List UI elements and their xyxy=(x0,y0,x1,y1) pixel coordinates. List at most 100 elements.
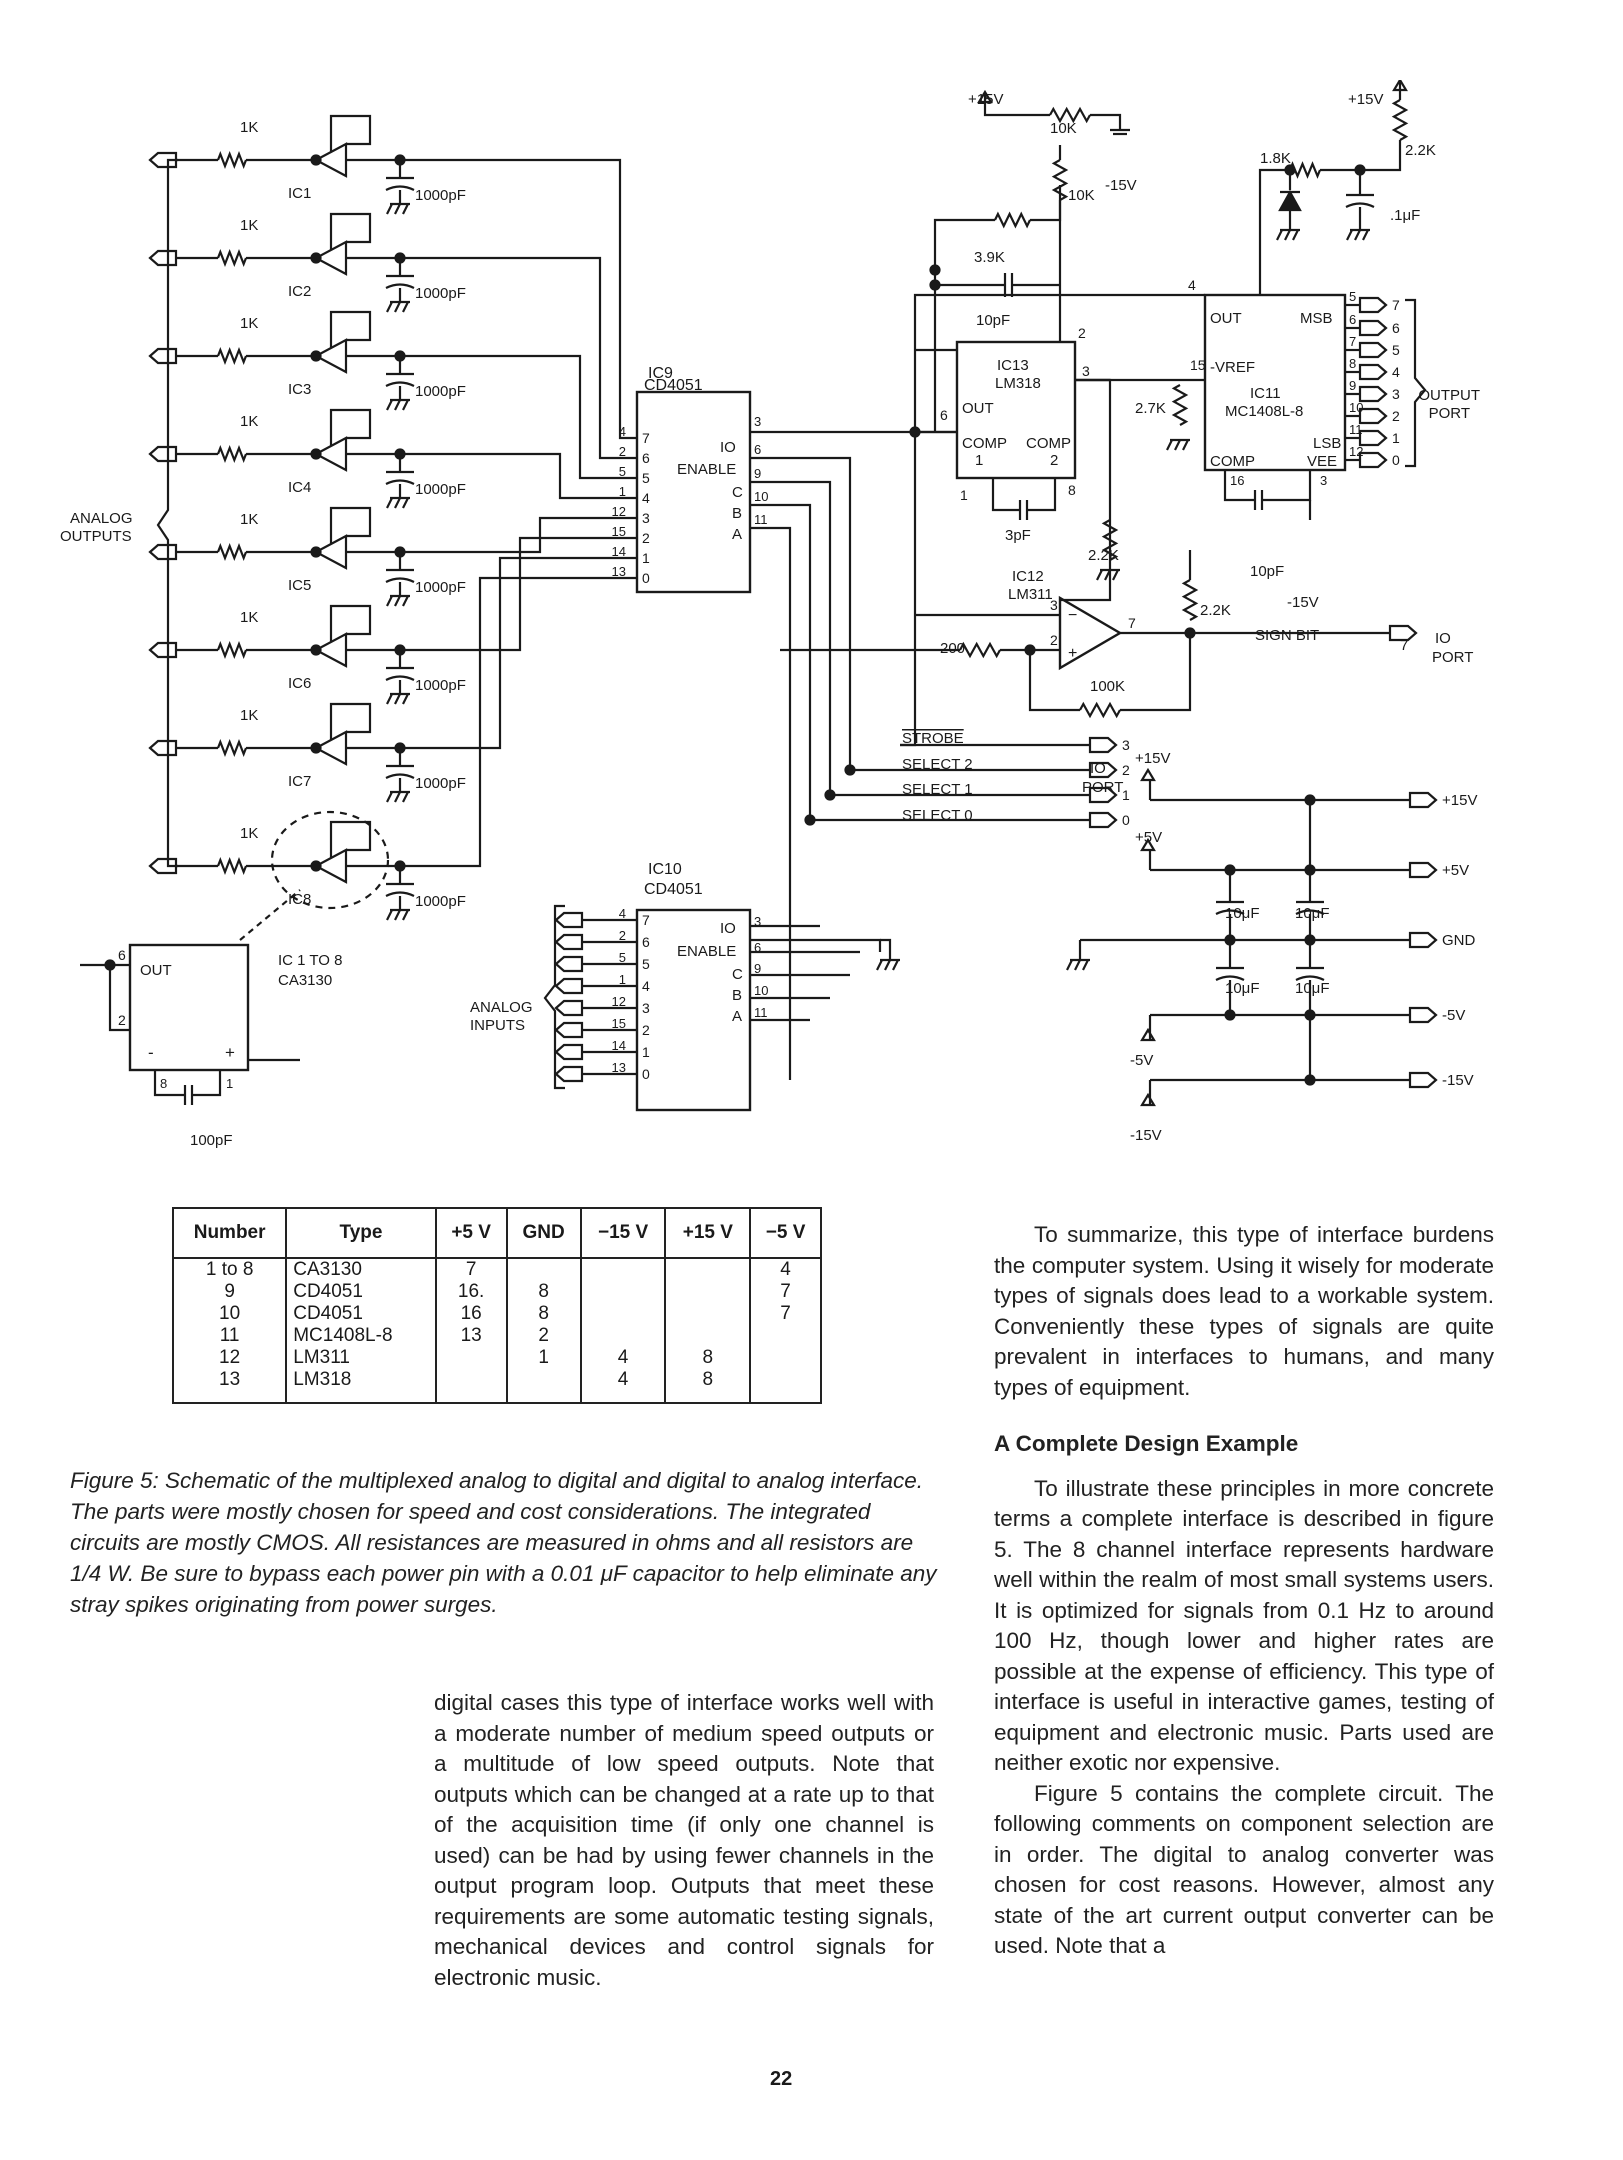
ground-icon xyxy=(876,959,883,971)
wire xyxy=(329,310,372,348)
ic9-enable: ENABLE xyxy=(677,461,736,478)
ic10-pin-left: 12 xyxy=(612,994,626,1009)
label-10uf-1: 10μF xyxy=(1225,905,1260,922)
wire xyxy=(400,158,637,440)
ic11-pin-right: 12 xyxy=(1349,444,1363,459)
supply-arrow-icon xyxy=(1140,837,1156,852)
ic11-pin-right: 11 xyxy=(1349,422,1363,437)
th-number: Number xyxy=(171,1207,288,1259)
label-10pf-b: 10pF xyxy=(1250,563,1284,580)
capacitor-1000pf xyxy=(385,283,415,289)
supply-arrow-icon xyxy=(1140,1092,1156,1107)
resistor-1k xyxy=(216,444,248,464)
ic10-pin-right: 10 xyxy=(754,983,768,998)
ground-icon xyxy=(386,595,393,607)
output-bit-terminal xyxy=(1358,319,1388,337)
label-1uf: .1μF xyxy=(1390,207,1420,224)
ca3130-inset: OUT - + IC 1 TO 8 CA3130 100pF xyxy=(128,943,342,1149)
page-number: 22 xyxy=(770,2068,793,2090)
ic9-pin-left: 4 xyxy=(619,424,626,439)
wire xyxy=(750,503,812,820)
label-ic6: IC6 xyxy=(288,675,311,692)
label-1000pf: 1000pF xyxy=(415,677,466,694)
wire xyxy=(1262,470,1312,502)
output-bit-label: 0 xyxy=(1392,452,1400,468)
brace-output-port xyxy=(1405,298,1427,468)
wire xyxy=(1258,168,1290,295)
wire xyxy=(329,408,372,446)
ic11-pin-right: 7 xyxy=(1349,334,1356,349)
col-minus5: 4 7 7 xyxy=(749,1258,822,1404)
resistor-1k xyxy=(216,738,248,758)
wire xyxy=(192,1070,222,1097)
wire xyxy=(329,702,372,740)
diode-icon xyxy=(1278,189,1302,212)
col-plus5: 7 16. 16 13 xyxy=(434,1258,508,1404)
label-neg15-top: -15V xyxy=(1105,177,1137,194)
label-sign-bit: SIGN BIT xyxy=(1255,627,1319,644)
resistor-1k xyxy=(216,640,248,660)
ic9-pin-left: 1 xyxy=(619,484,626,499)
ctrl-pin: 1 xyxy=(1122,787,1130,803)
ic9-channel: 7 xyxy=(642,430,650,446)
wire xyxy=(400,354,637,480)
label-1k: 1K xyxy=(240,119,258,136)
label-output-port-1: OUTPUT xyxy=(1418,387,1480,404)
ic12-name: IC12 xyxy=(1012,568,1044,585)
resistor-2-2k xyxy=(1101,519,1119,561)
label-minus5-supply: -5V xyxy=(1130,1052,1153,1069)
ic11-pin16: 16 xyxy=(1230,473,1244,488)
ic10-pin-left: 13 xyxy=(612,1060,626,1075)
ic9-channel: 4 xyxy=(642,490,650,506)
ic10-enable: ENABLE xyxy=(677,943,736,960)
col-minus15: 4 4 xyxy=(579,1258,667,1404)
output-bit-terminal xyxy=(1358,296,1388,314)
label-io-ctrl-2: PORT xyxy=(1082,779,1123,796)
wire xyxy=(750,456,852,770)
supply-arrow-icon xyxy=(1140,1027,1156,1042)
ic12-pin7: 7 xyxy=(1128,615,1136,631)
label-2-7k: 2.7K xyxy=(1135,400,1166,417)
ic11-vref: -VREF xyxy=(1210,359,1255,376)
capacitor-10uf xyxy=(1215,975,1245,981)
resistor-1k xyxy=(216,248,248,268)
ic11-pin-right: 9 xyxy=(1349,378,1356,393)
ground-icon xyxy=(1284,229,1291,241)
ic10-part: CD4051 xyxy=(644,881,703,898)
ic10-b: B xyxy=(732,987,742,1004)
control-terminal xyxy=(1088,761,1118,779)
control-terminal xyxy=(1088,786,1118,804)
output-bit-terminal xyxy=(1358,429,1388,447)
junction-dot xyxy=(1224,1009,1236,1021)
ic11-part: MC1408L-8 xyxy=(1225,403,1303,420)
ic9-pin-left: 2 xyxy=(619,444,626,459)
capacitor-1000pf xyxy=(385,185,415,191)
ca-pin8: 8 xyxy=(160,1076,167,1091)
input-terminal xyxy=(554,1043,584,1061)
ic11-pin-right: 5 xyxy=(1349,289,1356,304)
ic11-lsb: LSB xyxy=(1313,435,1341,452)
ic10-io: IO xyxy=(720,920,736,937)
wire xyxy=(329,820,372,858)
analog-outputs-2: OUTPUTS xyxy=(60,528,132,545)
body-column-middle: digital cases this type of interface wor… xyxy=(434,1688,934,1993)
body-paragraph-circuit: Figure 5 contains the complete circuit. … xyxy=(994,1780,1494,1959)
ic10-channel: 3 xyxy=(642,1000,650,1016)
label-10uf-2: 10μF xyxy=(1295,905,1330,922)
label-ic8: IC8 xyxy=(288,891,311,908)
label-1-8k: 1.8K xyxy=(1260,150,1291,167)
input-terminal xyxy=(554,933,584,951)
label-1k: 1K xyxy=(240,707,258,724)
label-1000pf: 1000pF xyxy=(415,481,466,498)
callout-line xyxy=(239,889,301,941)
power-rail-label: -15V xyxy=(1442,1072,1474,1089)
input-terminal xyxy=(554,977,584,995)
capacitor-10uf xyxy=(1295,909,1325,915)
capacitor-10uf xyxy=(1215,909,1245,915)
ca-minus: - xyxy=(148,1043,154,1062)
ic11-pin-right: 10 xyxy=(1349,400,1363,415)
ground-icon xyxy=(402,595,409,607)
ic13-out: OUT xyxy=(962,400,994,417)
supply-arrow-icon xyxy=(1392,80,1408,92)
ic10-pin-right: 6 xyxy=(754,940,761,955)
